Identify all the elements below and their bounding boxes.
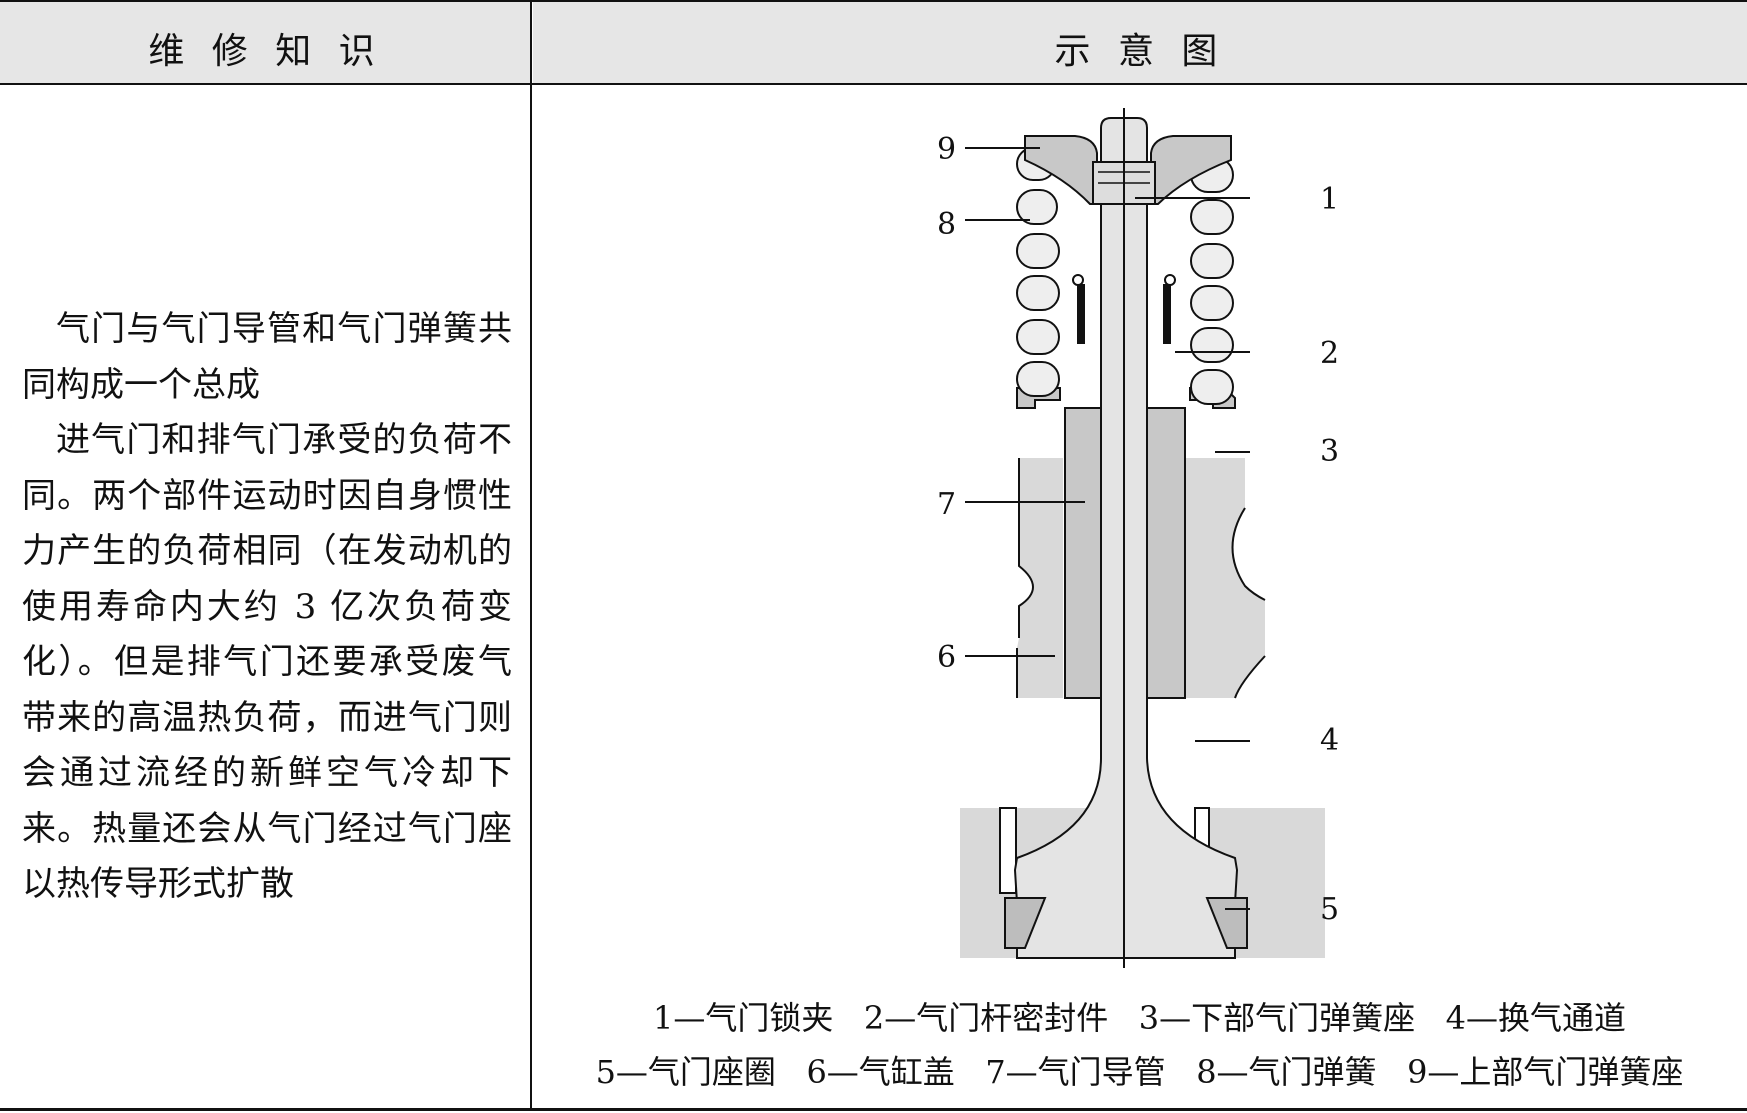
- valve-assembly-diagram: [960, 108, 1325, 968]
- callout-8: 8: [937, 207, 957, 242]
- valve-seat-ring: [1004, 897, 1047, 949]
- callout-3: 3: [1320, 434, 1340, 469]
- callout-9: 9: [937, 132, 957, 167]
- header-right-label: 示 意 图: [1054, 31, 1226, 72]
- maintenance-knowledge-text: 气门与气门导管和气门弹簧共同构成一个总成 进气门和排气门承受的负荷不同。两个部件…: [22, 302, 512, 913]
- cylinder-head-right-shape: [1175, 458, 1265, 698]
- callout-7: 7: [937, 487, 957, 522]
- top-rule: [0, 0, 1747, 2]
- valve-stem-seal-left: [1077, 284, 1085, 344]
- callout-leaders: [965, 147, 1250, 910]
- bottom-rule: [0, 1108, 1747, 1111]
- paragraph-2: 进气门和排气门承受的负荷不同。两个部件运动时因自身惯性力产生的负荷相同（在发动机…: [22, 420, 512, 904]
- callout-5: 5: [1320, 892, 1340, 927]
- callout-4: 4: [1320, 723, 1340, 758]
- valve-stem-and-head: [1013, 117, 1239, 959]
- cylinder-head-shape: [1017, 458, 1063, 698]
- header-rule: [0, 83, 1747, 85]
- header-left-label: 维 修 知 识: [148, 31, 383, 72]
- callout-1: 1: [1320, 182, 1340, 217]
- callout-6: 6: [937, 640, 957, 675]
- legend-line-2: 5—气门座圈 6—气缸盖 7—气门导管 8—气门弹簧 9—上部气门弹簧座: [595, 1053, 1684, 1091]
- callout-2: 2: [1320, 336, 1340, 371]
- header-left-cell: [0, 0, 531, 84]
- legend-line-1: 1—气门锁夹 2—气门杆密封件 3—下部气门弹簧座 4—换气通道: [653, 999, 1626, 1037]
- valve-guide-shape: [1064, 407, 1106, 699]
- column-divider: [530, 0, 532, 1110]
- header-right-cell: [533, 0, 1747, 84]
- paragraph-1: 气门与气门导管和气门弹簧共同构成一个总成: [22, 309, 512, 405]
